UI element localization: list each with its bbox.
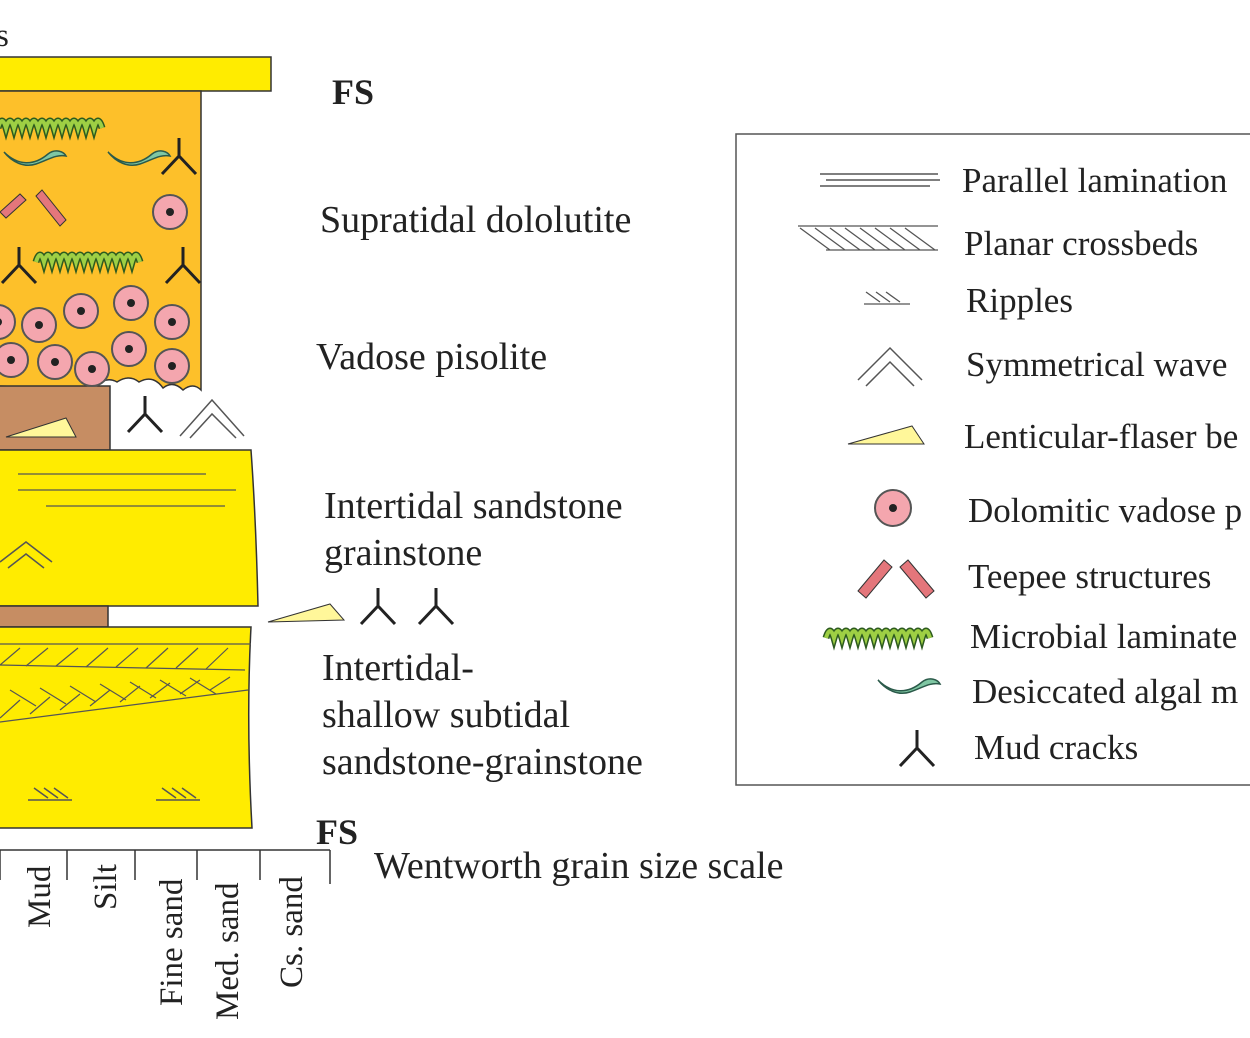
intertidal-sand-bed — [0, 449, 259, 607]
legend-label-planar-crossbeds: Planar crossbeds — [964, 224, 1198, 263]
corner-text: s — [0, 18, 9, 54]
scale-class-mud: Mud — [22, 865, 58, 928]
flooding-surface-top: FS — [332, 72, 374, 112]
scale-class-med-sand: Med. sand — [210, 882, 246, 1020]
thin-mud-bed — [0, 605, 109, 628]
facies-supratidal-label: Supratidal dololutite — [320, 199, 631, 241]
teepee-structures-icon — [857, 559, 935, 599]
legend: Parallel lamination Planar crossbeds Rip… — [735, 133, 1250, 786]
scale-class-silt: Silt — [88, 864, 124, 910]
flaser-lens-outside — [267, 603, 346, 623]
facies-subtidal-label-line3: sandstone-grainstone — [322, 741, 643, 783]
legend-label-ripples: Ripples — [966, 281, 1073, 320]
planar-crossbeds-icon — [798, 225, 938, 251]
mud-lens — [0, 385, 111, 451]
facies-subtidal-label-line2: shallow subtidal — [322, 694, 570, 736]
legend-label-mud-cracks: Mud cracks — [974, 728, 1138, 767]
legend-label-microbial-laminate: Microbial laminate — [970, 617, 1237, 656]
dolomitic-vadose-icon — [874, 489, 912, 527]
facies-pisolite-label: Vadose pisolite — [316, 336, 547, 378]
facies-intertidal-label-line1: Intertidal sandstone — [324, 485, 623, 527]
legend-label-teepee-structures: Teepee structures — [968, 557, 1211, 596]
legend-label-dolomitic-vadose: Dolomitic vadose p — [968, 491, 1242, 530]
legend-label-symmetrical-wave: Symmetrical wave — [966, 345, 1227, 384]
flooding-surface-bottom: FS — [316, 812, 358, 852]
column — [0, 56, 455, 829]
subtidal-sand-bed — [0, 626, 253, 829]
ripples-icon — [864, 291, 910, 305]
lenticular-flaser-icon — [847, 425, 925, 445]
facies-intertidal-label-line2: grainstone — [324, 532, 482, 574]
facies-subtidal-label-line1: Intertidal- — [322, 647, 474, 689]
parallel-lamination-icon — [820, 173, 940, 187]
grain-size-scale: Mud Silt Fine sand Med. sand Cs. sand We… — [0, 845, 784, 1020]
legend-label-parallel-lamination: Parallel lamination — [962, 161, 1227, 200]
legend-box — [735, 133, 1250, 786]
symmetrical-wave-icon — [857, 346, 923, 387]
top-sand-bed — [0, 56, 272, 92]
legend-label-lenticular-flaser: Lenticular-flaser be — [964, 417, 1238, 456]
scale-title: Wentworth grain size scale — [374, 845, 784, 887]
scale-class-fine-sand: Fine sand — [154, 878, 190, 1006]
scale-class-cs-sand: Cs. sand — [274, 876, 310, 988]
flaser-lens-in-mud — [5, 417, 77, 438]
legend-label-desiccated-algal: Desiccated algal m — [972, 672, 1238, 711]
